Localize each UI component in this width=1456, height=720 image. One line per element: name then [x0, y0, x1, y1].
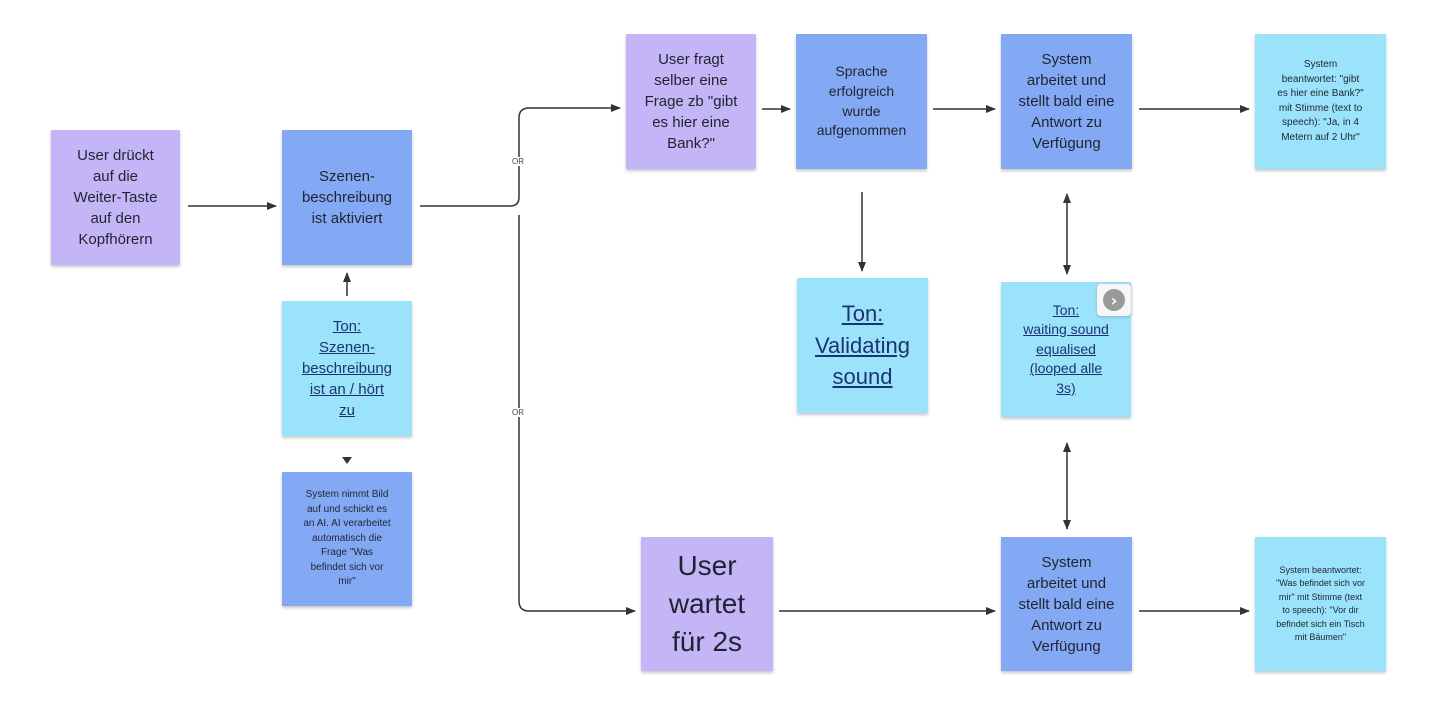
- or-label-bottom: OR: [512, 408, 524, 417]
- note-speech-recorded[interactable]: Sprache erfolgreich wurde aufgenommen: [796, 34, 927, 169]
- note-system-working-bottom[interactable]: System arbeitet und stellt bald eine Ant…: [1001, 537, 1132, 671]
- tone-waiting-link[interactable]: Ton: waiting sound equalised (looped all…: [1023, 301, 1109, 396]
- note-system-answers-bottom[interactable]: System beantwortet: "Was befindet sich v…: [1255, 537, 1386, 671]
- note-system-answers-top[interactable]: System beantwortet: "gibt es hier eine B…: [1255, 34, 1386, 169]
- chevron-right-icon: ›: [1103, 289, 1125, 311]
- note-tone-validating-sound[interactable]: Ton: Validating sound: [797, 278, 928, 413]
- or-label-top: OR: [512, 157, 524, 166]
- arrow-branch-to-user-asks: [518, 104, 621, 197]
- line-scene-to-branch: [420, 196, 520, 207]
- note-scene-description-activated[interactable]: Szenen- beschreibung ist aktiviert: [282, 130, 412, 265]
- note-user-asks-question[interactable]: User fragt selber eine Frage zb "gibt es…: [626, 34, 756, 169]
- arrow-branch-to-user-waits: [518, 215, 636, 615]
- expand-button[interactable]: ›: [1097, 284, 1131, 316]
- note-user-presses-button[interactable]: User drückt auf die Weiter-Taste auf den…: [51, 130, 180, 265]
- tone-scene-on-link[interactable]: Ton: Szenen- beschreibung ist an / hört …: [301, 318, 393, 419]
- arrow-tone-to-system-picture: [342, 457, 352, 464]
- note-user-waits[interactable]: User wartet für 2s: [641, 537, 773, 671]
- note-system-takes-picture[interactable]: System nimmt Bild auf und schickt es an …: [282, 472, 412, 606]
- note-system-working-top[interactable]: System arbeitet und stellt bald eine Ant…: [1001, 34, 1132, 169]
- tone-validating-link[interactable]: Ton: Validating sound: [815, 300, 910, 390]
- note-tone-scene-description-on[interactable]: Ton: Szenen- beschreibung ist an / hört …: [282, 301, 412, 436]
